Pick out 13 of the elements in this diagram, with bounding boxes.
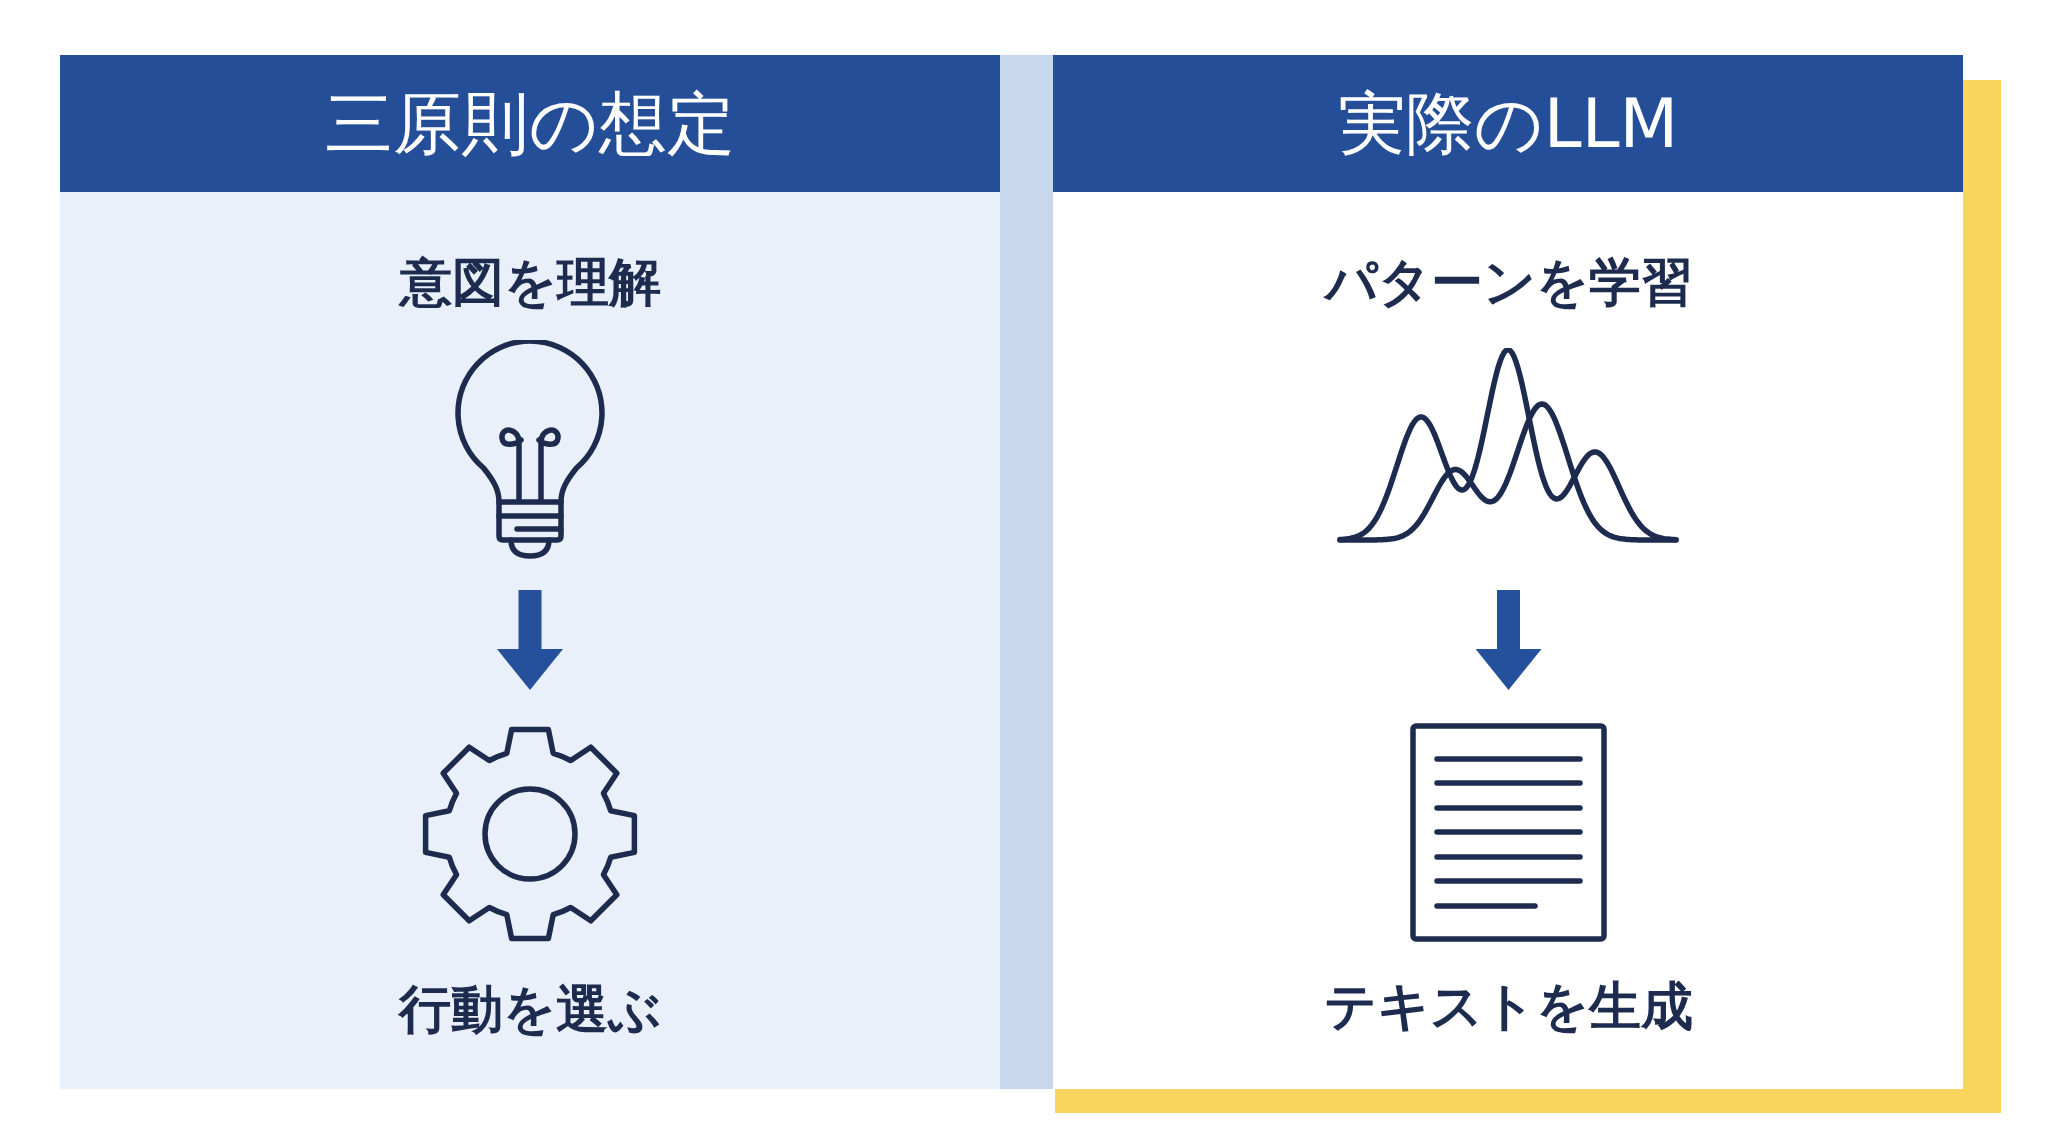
comparison-panel [60, 55, 1000, 1089]
step-label: 意図を理解 [397, 256, 662, 308]
wave-curves-icon [1337, 348, 1680, 545]
arrow [1475, 590, 1542, 690]
panel-title: 三原則の想定 [325, 89, 735, 158]
step-label: パターンを学習 [1322, 256, 1694, 308]
comparison-panel [1053, 55, 1963, 1089]
panel-title: 実際のLLM [1337, 89, 1679, 158]
arrow [497, 590, 563, 690]
step-label: 行動を選ぶ [397, 983, 662, 1035]
lightbulb-icon [455, 340, 605, 560]
document-icon [1410, 723, 1607, 942]
step-label: テキストを生成 [1323, 980, 1694, 1032]
